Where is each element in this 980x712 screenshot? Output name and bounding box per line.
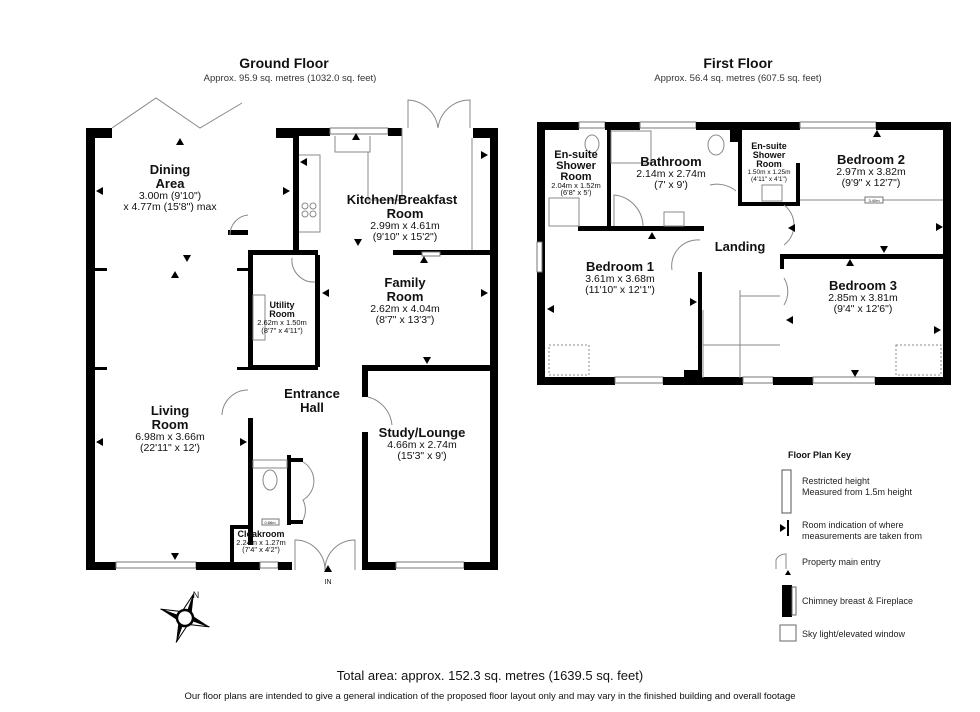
first-floor-measurement-arrows xyxy=(547,130,943,377)
measurement-indicator-icon xyxy=(780,520,789,536)
svg-text:2.85m x 3.81m: 2.85m x 3.81m xyxy=(828,292,898,304)
entry-label: IN xyxy=(325,579,332,586)
svg-text:Chimney breast & Fireplace: Chimney breast & Fireplace xyxy=(802,596,913,606)
room-bedroom-2: Bedroom 2 2.97m x 3.82m (9'9" x 12'7") xyxy=(836,152,906,189)
svg-text:(9'10" x 15'2"): (9'10" x 15'2") xyxy=(373,231,438,243)
svg-text:Area: Area xyxy=(156,176,186,191)
svg-text:Kitchen/Breakfast: Kitchen/Breakfast xyxy=(347,192,458,207)
svg-text:Measured from 1.5m height: Measured from 1.5m height xyxy=(802,487,913,497)
svg-text:Room: Room xyxy=(269,309,295,319)
ground-floor-fixtures: 0.86m xyxy=(111,97,473,571)
svg-text:Landing: Landing xyxy=(715,239,766,254)
svg-text:Room: Room xyxy=(152,417,189,432)
room-living: Living Room 6.98m x 3.66m (22'11" x 12') xyxy=(135,403,205,454)
svg-text:Room: Room xyxy=(560,171,591,183)
room-cloakroom: Cloakroom 2.24m x 1.27m (7'4" x 4'2") xyxy=(236,529,286,554)
floor-plan-key: Floor Plan Key Restricted height Measure… xyxy=(775,450,922,642)
ground-floor-title: Ground Floor xyxy=(239,55,329,71)
svg-text:(7'4" x 4'2"): (7'4" x 4'2") xyxy=(242,545,280,554)
svg-text:Bathroom: Bathroom xyxy=(640,154,701,169)
svg-text:Shower: Shower xyxy=(753,150,786,160)
compass-icon xyxy=(160,593,210,643)
disclaimer: Our floor plans are intended to give a g… xyxy=(184,691,795,702)
room-bedroom-1: Bedroom 1 3.61m x 3.68m (11'10" x 12'1") xyxy=(585,259,655,296)
skylight-icon xyxy=(779,624,797,642)
first-floor-area: Approx. 56.4 sq. metres (607.5 sq. feet) xyxy=(654,73,821,84)
svg-text:Property main entry: Property main entry xyxy=(802,557,881,567)
svg-text:1.50m x 1.25m: 1.50m x 1.25m xyxy=(748,169,791,176)
svg-text:Study/Lounge: Study/Lounge xyxy=(379,425,466,440)
svg-text:Room: Room xyxy=(756,159,782,169)
svg-text:2.99m x 4.61m: 2.99m x 4.61m xyxy=(370,220,440,232)
svg-text:(8'7" x 4'11"): (8'7" x 4'11") xyxy=(261,326,303,335)
svg-text:Entrance: Entrance xyxy=(284,386,340,401)
room-landing: Landing xyxy=(715,239,766,254)
room-study-lounge: Study/Lounge 4.66m x 2.74m (15'3" x 9') xyxy=(379,425,466,462)
svg-text:4.66m x 2.74m: 4.66m x 2.74m xyxy=(387,439,457,451)
svg-text:x 4.77m (15'8") max: x 4.77m (15'8") max xyxy=(123,201,217,213)
bedroom2-measure: 3.40m xyxy=(868,198,880,203)
main-entry-icon xyxy=(775,553,791,575)
svg-text:Shower: Shower xyxy=(556,160,596,172)
svg-text:(7' x 9'): (7' x 9') xyxy=(654,179,688,191)
svg-text:Hall: Hall xyxy=(300,400,324,415)
svg-text:(4'11" x 4'1"): (4'11" x 4'1") xyxy=(751,176,787,183)
key-title: Floor Plan Key xyxy=(788,450,851,460)
svg-text:Living: Living xyxy=(151,403,189,418)
svg-text:Utility: Utility xyxy=(269,300,294,310)
total-area: Total area: approx. 152.3 sq. metres (16… xyxy=(337,668,643,683)
svg-text:Bedroom 2: Bedroom 2 xyxy=(837,152,905,167)
ground-floor-area: Approx. 95.9 sq. metres (1032.0 sq. feet… xyxy=(204,73,377,84)
measurement-arrows xyxy=(96,133,488,572)
svg-text:Room: Room xyxy=(387,289,424,304)
cloakroom-measure: 0.86m xyxy=(264,520,276,525)
svg-text:Family: Family xyxy=(384,275,426,290)
svg-text:(11'10" x 12'1"): (11'10" x 12'1") xyxy=(585,284,655,296)
first-floor-fixtures: 3.40m xyxy=(548,130,943,378)
chimney-fireplace-icon xyxy=(782,585,797,617)
svg-text:Room indication of where: Room indication of where xyxy=(802,520,904,530)
svg-text:3.00m (9'10"): 3.00m (9'10") xyxy=(139,190,201,202)
svg-text:(9'4" x 12'6"): (9'4" x 12'6") xyxy=(834,303,893,315)
room-ensuite-1: En-suite Shower Room 2.04m x 1.52m (6'8"… xyxy=(551,149,601,197)
room-bedroom-3: Bedroom 3 2.85m x 3.81m (9'4" x 12'6") xyxy=(828,278,898,315)
svg-text:(6'8" x 5'): (6'8" x 5') xyxy=(561,188,592,197)
svg-text:(15'3" x 9'): (15'3" x 9') xyxy=(397,450,446,462)
svg-text:En-suite: En-suite xyxy=(554,149,597,161)
first-floor-title: First Floor xyxy=(703,55,773,71)
svg-text:Restricted height: Restricted height xyxy=(802,476,870,486)
svg-text:Room: Room xyxy=(387,206,424,221)
svg-text:Bedroom 3: Bedroom 3 xyxy=(829,278,897,293)
svg-text:Dining: Dining xyxy=(150,162,190,177)
svg-text:(9'9" x 12'7"): (9'9" x 12'7") xyxy=(842,177,901,189)
room-entrance-hall: Entrance Hall xyxy=(284,386,340,415)
room-dining-area: Dining Area 3.00m (9'10") x 4.77m (15'8"… xyxy=(123,162,217,213)
room-utility: Utility Room 2.62m x 1.50m (8'7" x 4'11"… xyxy=(257,300,307,335)
room-kitchen-breakfast: Kitchen/Breakfast Room 2.99m x 4.61m (9'… xyxy=(347,192,458,243)
svg-text:2.14m x 2.74m: 2.14m x 2.74m xyxy=(636,168,706,180)
ground-floor-walls xyxy=(86,127,498,570)
first-floor-walls xyxy=(536,121,951,385)
svg-text:3.61m x 3.68m: 3.61m x 3.68m xyxy=(585,273,655,285)
room-bathroom: Bathroom 2.14m x 2.74m (7' x 9') xyxy=(636,154,706,191)
svg-text:measurements are taken from: measurements are taken from xyxy=(802,531,922,541)
svg-text:2.97m x 3.82m: 2.97m x 3.82m xyxy=(836,166,906,178)
main-entry-arrow xyxy=(324,565,332,572)
svg-text:2.24m x 1.27m: 2.24m x 1.27m xyxy=(236,538,286,547)
svg-text:2.04m x 1.52m: 2.04m x 1.52m xyxy=(551,181,601,190)
svg-text:(22'11" x 12'): (22'11" x 12') xyxy=(140,442,200,454)
svg-text:6.98m x 3.66m: 6.98m x 3.66m xyxy=(135,431,205,443)
svg-text:2.62m x 4.04m: 2.62m x 4.04m xyxy=(370,303,440,315)
svg-text:En-suite: En-suite xyxy=(751,141,787,151)
svg-text:Sky light/elevated window: Sky light/elevated window xyxy=(802,629,906,639)
svg-text:Cloakroom: Cloakroom xyxy=(237,529,284,539)
restricted-height-icon xyxy=(781,469,792,514)
room-family: Family Room 2.62m x 4.04m (8'7" x 13'3") xyxy=(370,275,440,326)
room-ensuite-2: En-suite Shower Room 1.50m x 1.25m (4'11… xyxy=(748,141,791,183)
svg-text:Bedroom 1: Bedroom 1 xyxy=(586,259,654,274)
svg-text:2.62m x 1.50m: 2.62m x 1.50m xyxy=(257,318,307,327)
compass-north-label: N xyxy=(193,590,200,600)
svg-text:(8'7" x 13'3"): (8'7" x 13'3") xyxy=(376,314,435,326)
